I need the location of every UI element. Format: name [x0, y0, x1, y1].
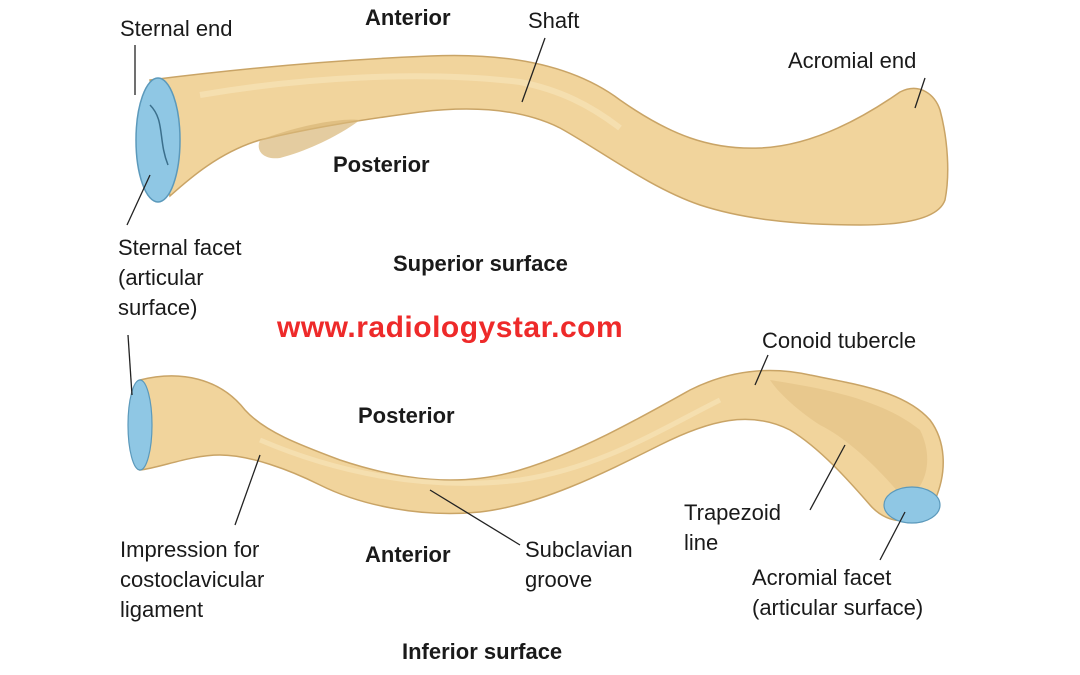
- label-trapezoid-line: Trapezoid line: [684, 500, 782, 555]
- leader-subclavian: [429, 489, 521, 546]
- leader-conoid: [754, 354, 769, 386]
- leader-shaft: [521, 37, 546, 103]
- superior-sternal-cartilage: [135, 77, 181, 203]
- label-shaft: Shaft: [528, 8, 580, 33]
- leader-acromial-end: [914, 77, 926, 109]
- superior-bone-shaft: [149, 54, 949, 226]
- label-posterior-inferior: Posterior: [358, 403, 455, 428]
- leader-sternal-facet-lower: [127, 334, 133, 396]
- superior-bone-shadow: [258, 119, 360, 159]
- superior-sternal-detail: [149, 104, 169, 166]
- inferior-clavicle: [127, 369, 944, 524]
- watermark-text: www.radiologystar.com: [277, 311, 624, 344]
- superior-bone-highlight: [199, 73, 622, 131]
- leader-trapezoid: [809, 444, 846, 511]
- label-acromial-end: Acromial end: [788, 48, 917, 73]
- label-sternal-facet: Sternal facet (articular surface): [118, 235, 242, 320]
- label-acromial-facet: Acromial facet (articular surface): [752, 565, 924, 620]
- leader-impression: [234, 454, 261, 526]
- label-inferior-surface: Inferior surface: [402, 639, 563, 664]
- label-anterior-superior: Anterior: [365, 5, 451, 30]
- label-subclavian-groove: Subclavian groove: [525, 537, 633, 592]
- label-impression: Impression for costoclavicular ligament: [120, 537, 265, 622]
- inferior-bone-texture: [770, 380, 928, 500]
- label-sternal-end: Sternal end: [120, 16, 233, 41]
- leader-lines: [126, 37, 926, 561]
- inferior-bone-shaft: [139, 369, 944, 522]
- superior-clavicle: [135, 54, 949, 226]
- leader-acromial-facet: [879, 511, 906, 561]
- inferior-acromial-cartilage: [883, 486, 941, 524]
- inferior-sternal-cartilage: [127, 379, 153, 471]
- label-conoid-tubercle: Conoid tubercle: [762, 328, 917, 353]
- leader-sternal-facet: [126, 174, 151, 226]
- label-superior-surface: Superior surface: [393, 251, 568, 276]
- label-posterior-superior: Posterior: [333, 152, 430, 177]
- label-anterior-inferior: Anterior: [365, 542, 451, 567]
- inferior-bone-highlight: [259, 397, 722, 486]
